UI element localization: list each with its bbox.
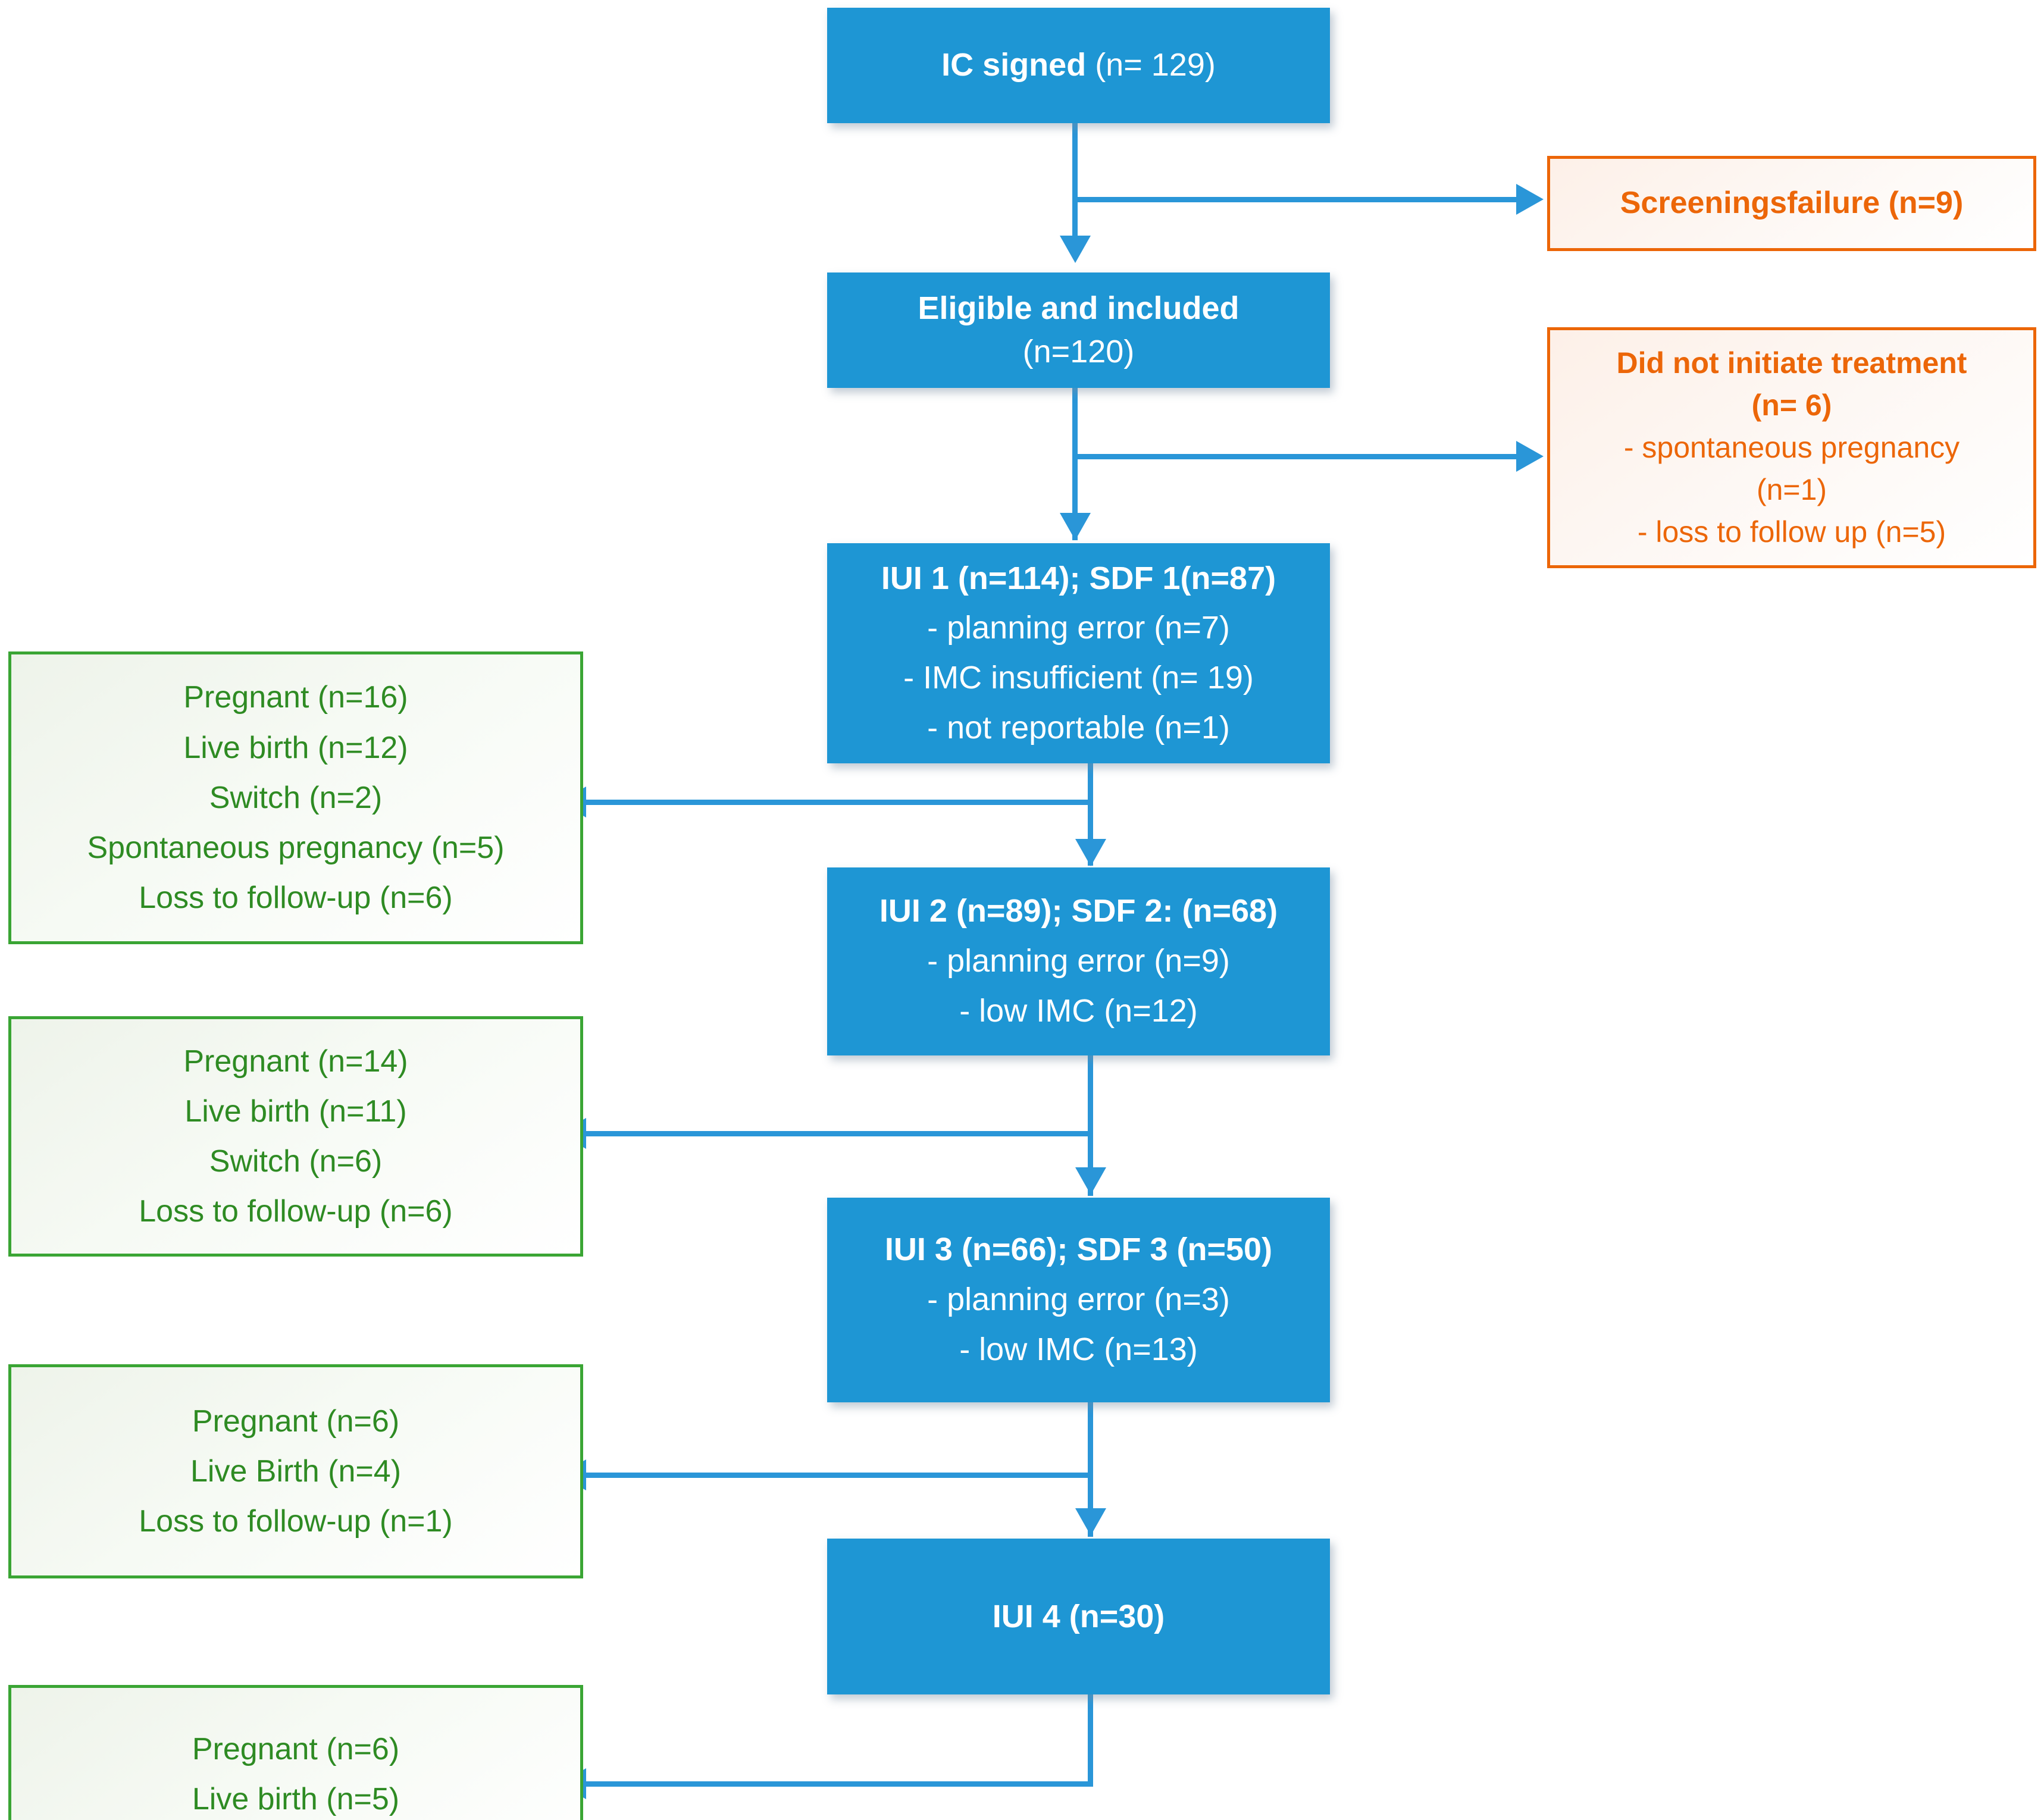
node-eligible-count: (n=120) [1022,334,1135,369]
node-outcome1-line-1: Live birth (n=12) [183,730,408,765]
node-eligible-title: Eligible and included [918,290,1239,327]
node-ic-signed[interactable]: IC signed (n= 129) [827,8,1330,123]
arrowhead-eligible-to-iui1 [1060,513,1091,540]
connector-iui3-to-iui4 [1088,1401,1093,1537]
node-no-treatment[interactable]: Did not initiate treatment (n= 6) - spon… [1547,327,2036,568]
node-no-treatment-line-0: - spontaneous pregnancy [1623,431,1960,464]
connector-ic-to-screeningfailure [1072,197,1520,202]
node-iui2-title: IUI 2 (n=89); SDF 2: (n=68) [879,893,1278,929]
connector-iui1-to-iui2 [1088,762,1093,866]
node-iui1-line-2: - not reportable (n=1) [927,709,1230,745]
node-outcome-after-iui4[interactable]: Pregnant (n=6) Live birth (n=5) [8,1685,583,1820]
node-iui2-line-1: - low IMC (n=12) [959,992,1198,1029]
node-outcome2-line-2: Switch (n=6) [209,1144,383,1179]
arrowhead-no-treatment [1516,441,1544,472]
connector-iui3-to-outcome3 [586,1473,1093,1478]
connector-iui1-to-outcome1 [586,800,1093,805]
node-outcome4-line-1: Live birth (n=5) [192,1782,400,1816]
arrowhead-iui1-to-iui2 [1075,839,1106,866]
node-outcome-after-iui3[interactable]: Pregnant (n=6) Live Birth (n=4) Loss to … [8,1364,583,1578]
node-outcome1-line-2: Switch (n=2) [209,780,383,815]
node-iui1-title: IUI 1 (n=114); SDF 1(n=87) [881,560,1276,596]
node-no-treatment-line-1: (n=1) [1756,473,1827,506]
connector-iui2-to-iui3 [1088,1054,1093,1196]
node-iui4-title: IUI 4 (n=30) [992,1598,1165,1634]
node-iui2-line-0: - planning error (n=9) [927,943,1230,979]
node-outcome1-line-4: Loss to follow-up (n=6) [139,881,453,916]
arrowhead-iui3-to-iui4 [1075,1508,1106,1536]
node-iui1-line-1: - IMC insufficient (n= 19) [903,660,1254,696]
node-iui4[interactable]: IUI 4 (n=30) [827,1539,1330,1694]
node-no-treatment-title: Did not initiate treatment [1616,346,1967,380]
node-outcome3-line-1: Live Birth (n=4) [190,1454,402,1489]
node-outcome2-line-1: Live birth (n=11) [184,1094,407,1129]
node-outcome-after-iui2[interactable]: Pregnant (n=14) Live birth (n=11) Switch… [8,1016,583,1257]
node-iui3[interactable]: IUI 3 (n=66); SDF 3 (n=50) - planning er… [827,1198,1330,1402]
node-outcome3-line-0: Pregnant (n=6) [192,1404,400,1439]
node-no-treatment-line-2: - loss to follow up (n=5) [1637,515,1946,549]
node-iui3-line-0: - planning error (n=3) [927,1282,1230,1318]
connector-iui4-to-outcome4 [1088,1693,1093,1786]
connector-eligible-to-no-treatment [1072,454,1520,459]
node-iui3-title: IUI 3 (n=66); SDF 3 (n=50) [884,1232,1273,1268]
connector-ic-to-eligible [1072,122,1078,258]
node-outcome1-line-0: Pregnant (n=16) [183,680,408,715]
node-ic-signed-title: IC signed [941,47,1087,83]
arrowhead-screeningfailure [1516,184,1544,215]
node-outcome4-line-0: Pregnant (n=6) [192,1731,400,1766]
connector-iui2-to-outcome2 [586,1131,1093,1136]
node-no-treatment-subtitle: (n= 6) [1751,389,1832,422]
connector-eligible-to-iui1 [1072,387,1078,540]
node-ic-signed-text: IC signed (n= 129) [941,45,1216,86]
node-iui1[interactable]: IUI 1 (n=114); SDF 1(n=87) - planning er… [827,543,1330,763]
node-ic-signed-count: (n= 129) [1095,47,1216,83]
node-outcome2-line-3: Loss to follow-up (n=6) [139,1194,453,1229]
node-iui3-line-1: - low IMC (n=13) [959,1331,1198,1367]
arrowhead-iui2-to-iui3 [1075,1167,1106,1195]
connector-iui4-outcome4-horizontal [586,1781,1093,1787]
node-outcome-after-iui1[interactable]: Pregnant (n=16) Live birth (n=12) Switch… [8,651,583,944]
node-eligible-included[interactable]: Eligible and included (n=120) [827,272,1330,388]
node-outcome3-line-2: Loss to follow-up (n=1) [139,1504,453,1539]
node-iui2[interactable]: IUI 2 (n=89); SDF 2: (n=68) - planning e… [827,867,1330,1055]
node-iui1-line-0: - planning error (n=7) [927,610,1230,646]
node-screening-failure[interactable]: Screeningsfailure (n=9) [1547,156,2036,251]
node-outcome1-line-3: Spontaneous pregnancy (n=5) [87,831,505,866]
arrowhead-ic-to-eligible [1060,236,1091,263]
node-screening-failure-title: Screeningsfailure (n=9) [1620,186,1964,221]
node-outcome2-line-0: Pregnant (n=14) [183,1044,408,1079]
